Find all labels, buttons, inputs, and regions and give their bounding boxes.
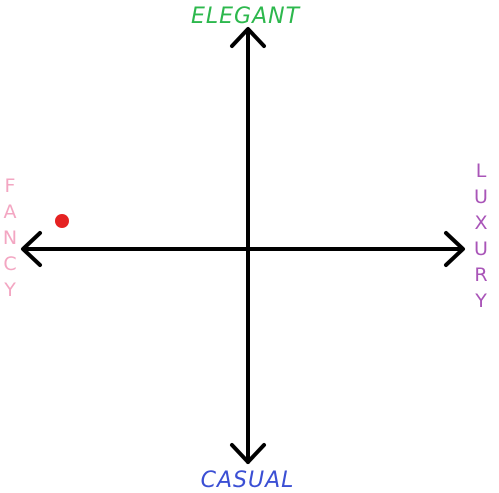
axis-label-left-letter: N [2,227,18,249]
horizontal-axis [21,231,465,267]
arrowhead-right [444,231,465,267]
position-marker [55,214,69,228]
axis-label-top: ELEGANT [190,4,301,29]
arrowhead-left [21,231,42,267]
axis-label-left-letter: F [4,175,16,197]
axis-label-left-letter: C [3,253,17,275]
arrowhead-up [230,27,266,48]
axis-label-right-letter: L [475,160,487,182]
axis-label-left-letter: A [3,201,17,223]
vertical-axis [230,27,266,464]
axis-label-right-letter: X [474,212,488,234]
arrowhead-down [230,443,266,464]
axis-label-right-letter: U [474,186,488,208]
axis-label-bottom: CASUAL [200,468,295,493]
axis-label-right-letter: R [474,264,488,286]
axis-label-right-letter: Y [475,290,487,312]
axis-label-left-letter: Y [4,279,16,301]
axis-label-right-letter: U [474,238,488,260]
